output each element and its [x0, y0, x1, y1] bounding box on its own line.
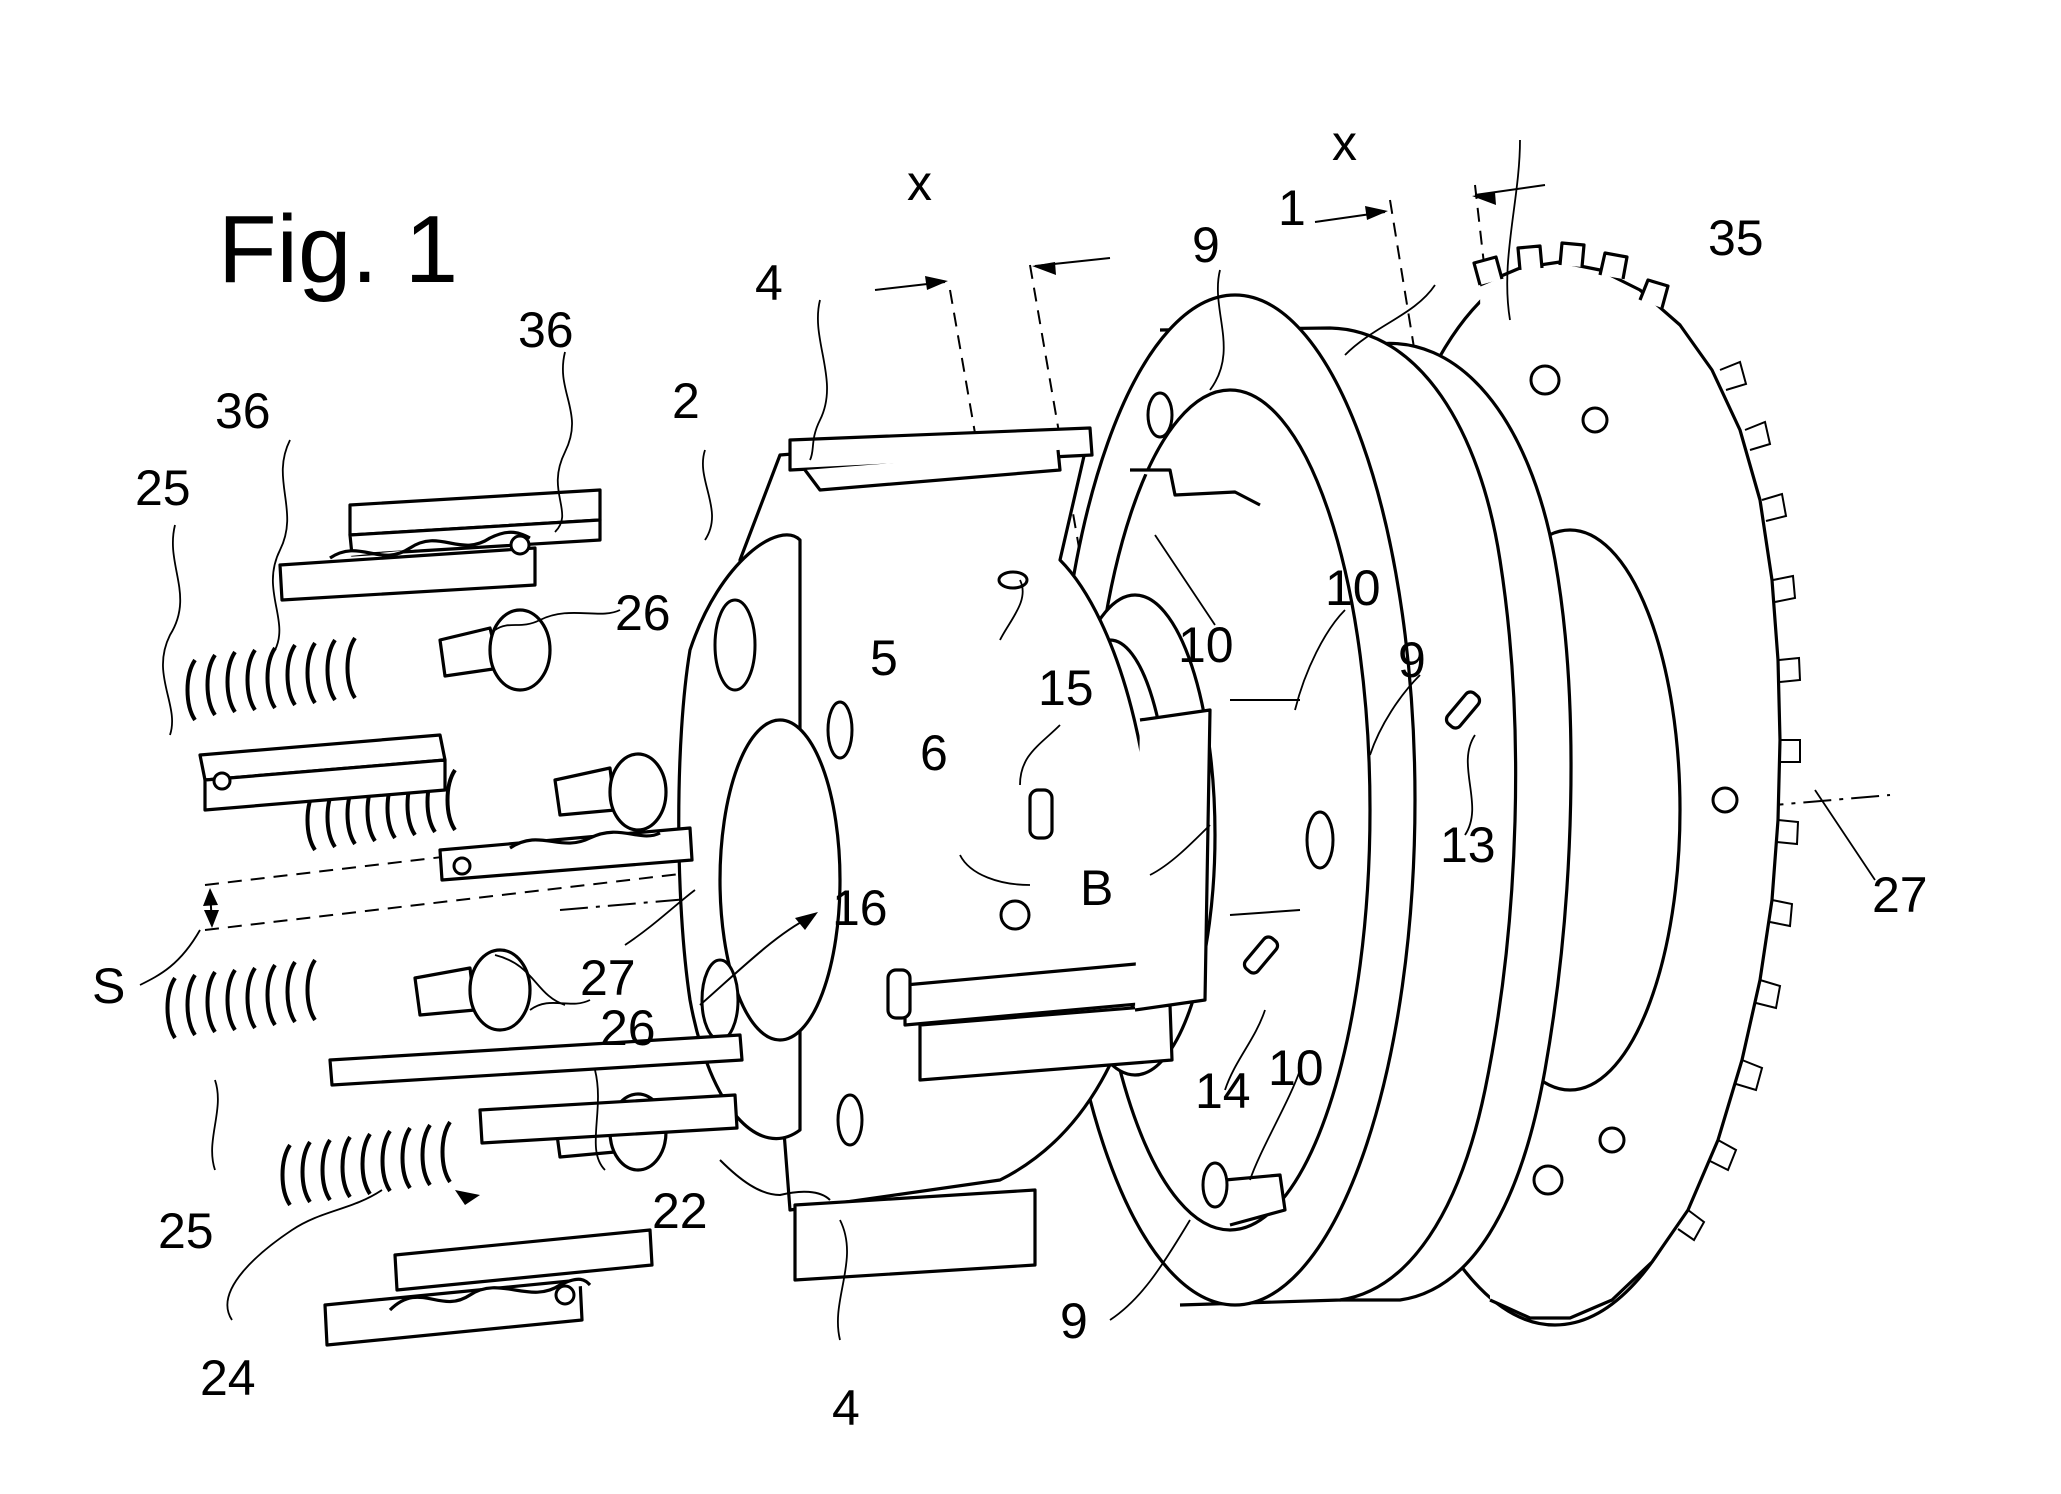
label-6: 6 — [920, 725, 948, 781]
label-9-middle: 9 — [1398, 632, 1426, 688]
label-s: S — [92, 958, 125, 1014]
label-2: 2 — [672, 373, 700, 429]
label-x-left: x — [907, 155, 932, 211]
locking-pins — [886, 690, 1482, 1020]
label-36-upper: 36 — [518, 302, 574, 358]
label-26-upper: 26 — [615, 585, 671, 641]
label-13: 13 — [1440, 817, 1496, 873]
label-9-upper: 9 — [1192, 217, 1220, 273]
compression-springs — [165, 636, 457, 1207]
label-4-upper: 4 — [755, 255, 783, 311]
reference-labels: 36 36 25 26 2 4 x x 1 9 35 5 10 10 9 15 … — [92, 115, 1928, 1436]
label-x-right: x — [1332, 115, 1357, 171]
label-16: 16 — [832, 880, 888, 936]
label-26-lower: 26 — [600, 1000, 656, 1056]
label-9-lower: 9 — [1060, 1293, 1088, 1349]
figure-title: Fig. 1 — [218, 196, 458, 303]
label-14: 14 — [1195, 1063, 1251, 1119]
label-27-left: 27 — [580, 950, 636, 1006]
label-1: 1 — [1278, 180, 1306, 236]
rotation-arrows — [455, 912, 831, 1205]
label-27-right: 27 — [1872, 867, 1928, 923]
label-35: 35 — [1708, 210, 1764, 266]
stator-housing — [1053, 293, 1573, 1307]
leader-lines — [139, 139, 1876, 1341]
locking-slides — [198, 488, 744, 1347]
label-36-lower: 36 — [215, 383, 271, 439]
label-24: 24 — [200, 1350, 256, 1406]
guide-pins — [413, 608, 668, 1172]
label-25-lower: 25 — [158, 1203, 214, 1259]
label-10-upper-right: 10 — [1325, 560, 1381, 616]
label-b: B — [1080, 860, 1113, 916]
label-22: 22 — [652, 1183, 708, 1239]
label-5: 5 — [870, 630, 898, 686]
label-10-upper-left: 10 — [1178, 617, 1234, 673]
label-10-lower: 10 — [1268, 1040, 1324, 1096]
label-4-lower: 4 — [832, 1380, 860, 1436]
label-25-upper: 25 — [135, 460, 191, 516]
label-15: 15 — [1038, 660, 1094, 716]
